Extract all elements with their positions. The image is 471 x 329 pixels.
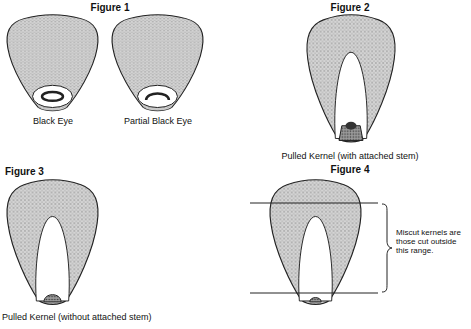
figure-title: Figure 4 [295, 164, 405, 176]
caption: Black Eye [0, 116, 106, 126]
partial-black-eye-kernel [112, 15, 203, 111]
pulled-kernel-with-stem [307, 15, 395, 142]
caption: Partial Black Eye [100, 116, 216, 126]
figure-title: Figure 1 [55, 2, 165, 14]
caption: Pulled Kernel (with attached stem) [250, 151, 450, 161]
figure-title: Figure 2 [295, 2, 405, 14]
caption: Pulled Kernel (without attached stem) [2, 312, 232, 322]
range-bracket [382, 204, 392, 292]
pulled-kernel-without-stem [7, 180, 98, 305]
range-line [250, 203, 378, 204]
note: Miscut kernels are those cut outside thi… [396, 228, 468, 256]
black-eye-kernel [7, 15, 98, 111]
range-line [250, 293, 378, 294]
figure-title: Figure 3 [5, 166, 105, 178]
miscut-kernel [270, 180, 361, 305]
